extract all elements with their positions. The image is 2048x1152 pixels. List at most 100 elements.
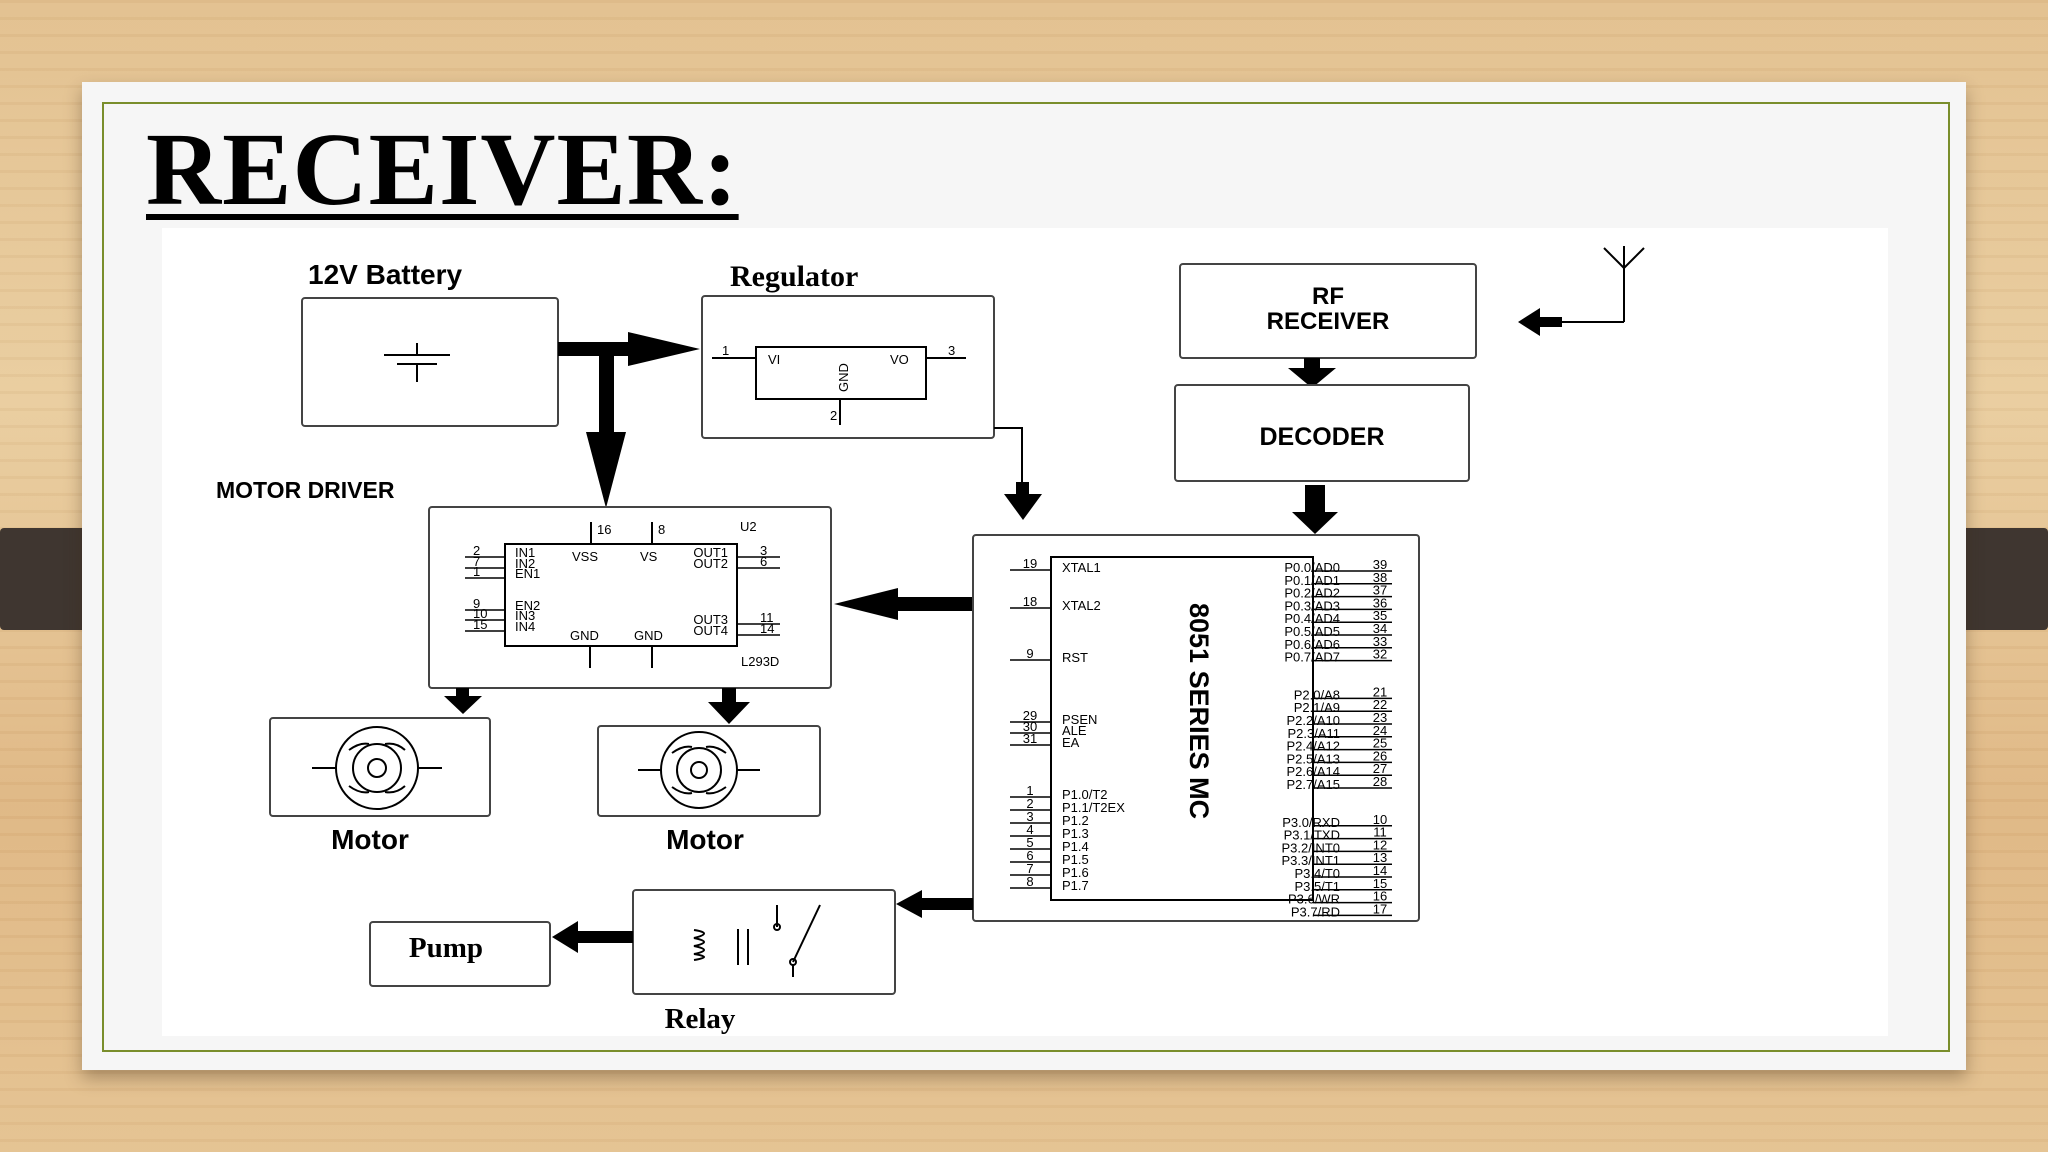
slide-frame [102,102,1950,1052]
driver-pin-name: IN3 [515,608,535,623]
mcu-pin-number: 4 [1026,822,1033,837]
regulator-pin-out: 3 [948,343,955,358]
mcu-pin-name: ALE [1062,723,1087,738]
regulator-block: Regulator 1 3 2 VI VO GND [701,260,995,439]
mcu-pin-number: 22 [1373,697,1387,712]
mcu-label: 8051 SERIES MC [1184,603,1214,819]
decoder-box [1174,384,1470,482]
mcu-to-relay-arrow [896,890,973,918]
decoder-to-mcu-arrow [1292,485,1338,534]
driver-ref: U2 [740,519,757,534]
driver-pin-name: OUT4 [693,623,728,638]
battery-block: 12V Battery [301,259,559,427]
motor-2-block: Motor [597,725,821,855]
driver-top-pin-16: 16 [597,522,611,537]
driver-pin-number: 3 [760,543,767,558]
battery-label: 12V Battery [308,259,463,290]
mcu-pin-name: P3.5/T1 [1294,879,1340,894]
driver-pin-name: IN1 [515,545,535,560]
mcu-pin-name: PSEN [1062,712,1097,727]
mcu-pin-name: P2.4/A12 [1287,739,1341,754]
mcu-pin-name: P3.0/RXD [1282,815,1340,830]
mcu-pin-number: 38 [1373,570,1387,585]
mcu-pin-number: 26 [1373,748,1387,763]
mcu-pin-number: 39 [1373,557,1387,572]
mcu-pin-name: P0.7/AD7 [1284,650,1340,665]
motor-1-label: Motor [331,824,409,855]
mcu-pin-number: 37 [1373,583,1387,598]
mcu-pin-name: P3.7/RD [1291,904,1340,919]
relay-to-pump-arrow [552,921,633,953]
driver-pin-name: OUT2 [693,556,728,571]
mcu-pin-number: 21 [1373,684,1387,699]
rf-receiver-block: RF RECEIVER [1179,263,1477,359]
driver-pin-number: 9 [473,596,480,611]
mcu-pin-name: P1.0/T2 [1062,787,1108,802]
mcu-pin-number: 2 [1026,796,1033,811]
motor-2-label: Motor [666,824,744,855]
motor-driver-label: MOTOR DRIVER [216,477,395,503]
mcu-pin-name: P3.4/T0 [1294,866,1340,881]
driver-pin-name: EN1 [515,566,540,581]
mcu-pin-name: P1.4 [1062,839,1089,854]
mcu-pin-name: P3.6/WR [1288,892,1340,907]
mcu-pin-name: P1.7 [1062,878,1089,893]
mcu-pin-number: 13 [1373,850,1387,865]
driver-pin-number: 2 [473,543,480,558]
driver-pin-name: IN2 [515,556,535,571]
mcu-pin-name: XTAL2 [1062,598,1101,613]
driver-pin-name: EN2 [515,598,540,613]
driver-part: L293D [741,654,779,669]
mcu-pin-name: P2.2/A10 [1287,713,1341,728]
mcu-pin-name: P0.2/AD2 [1284,586,1340,601]
mcu-pin-name: P3.2/INT0 [1281,840,1340,855]
regulator-to-mcu-wire [994,427,1042,520]
mcu-pin-name: EA [1062,735,1080,750]
driver-vss: VSS [572,549,598,564]
mcu-pin-number: 14 [1373,863,1387,878]
motor-icon [638,731,760,809]
driver-pin-number: 1 [473,564,480,579]
mcu-pin-name: P1.1/T2EX [1062,800,1125,815]
regulator-vi: VI [768,352,780,367]
mcu-pin-number: 17 [1373,901,1387,916]
rf-receiver-line2: RECEIVER [1267,308,1390,335]
mcu-pin-name: P2.6/A14 [1287,764,1341,779]
mcu-pin-number: 34 [1373,621,1387,636]
mcu-pin-name: P2.5/A13 [1287,751,1341,766]
slide-title: RECEIVER: [146,112,739,227]
mcu-pin-name: P1.3 [1062,826,1089,841]
mcu-pin-number: 3 [1026,809,1033,824]
mcu-pin-number: 18 [1023,594,1037,609]
pump-box [369,921,551,987]
antenna-arrow [1518,308,1562,336]
mcu-pin-name: P0.6/AD6 [1284,637,1340,652]
mcu-pin-name: P1.6 [1062,865,1089,880]
antenna-icon [1560,246,1645,323]
mcu-pin-number: 11 [1373,825,1387,840]
mcu-pin-number: 19 [1023,556,1037,571]
motor-1-box [269,717,491,817]
mcu-pin-name: P0.4/AD4 [1284,611,1340,626]
mcu-pin-number: 30 [1023,719,1037,734]
battery-box [301,297,559,427]
mcu-pin-number: 35 [1373,608,1387,623]
mcu-pin-name: P2.1/A9 [1294,700,1340,715]
mcu-pin-number: 25 [1373,736,1387,751]
driver-pin-number: 11 [760,610,774,625]
rf-receiver-box [1179,263,1477,359]
mcu-pin-number: 9 [1026,646,1033,661]
mcu-pin-name: P3.1/TXD [1284,828,1340,843]
mcu-pin-name: RST [1062,650,1088,665]
mcu-pin-name: XTAL1 [1062,560,1101,575]
driver-pin-name: OUT3 [693,612,728,627]
mcu-pin-number: 33 [1373,634,1387,649]
regulator-pin-gnd: 2 [830,408,837,423]
mcu-pin-name: P0.0/AD0 [1284,560,1340,575]
driver-pin-number: 15 [473,617,487,632]
driver-pin-number: 6 [760,554,767,569]
mcu-pin-number: 15 [1373,876,1387,891]
relay-coil-icon [693,904,821,977]
